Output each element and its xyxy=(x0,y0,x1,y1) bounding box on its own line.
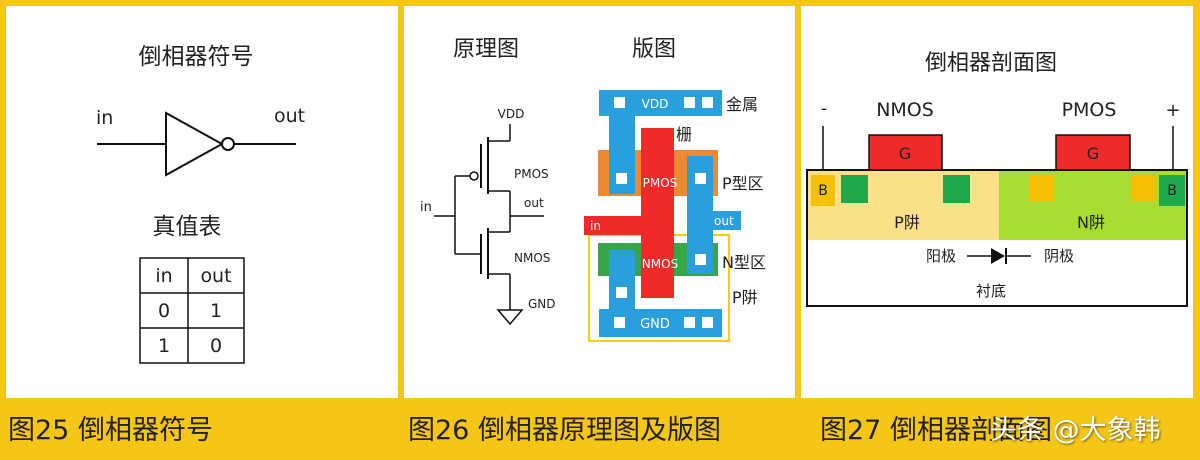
nmos-label: NMOS xyxy=(876,99,934,121)
schematic-out-label: out xyxy=(524,196,544,210)
nmos-body-label: B xyxy=(818,183,828,199)
contact xyxy=(614,97,625,108)
layout-title: 版图 xyxy=(632,37,676,62)
panel-schematic-layout: 原理图 VDD PMOS out NMOS GND in 版图 xyxy=(404,6,795,398)
nmos-drain-diffusion xyxy=(943,175,970,203)
schematic-in-label: in xyxy=(420,200,432,215)
pmos-label: PMOS xyxy=(514,167,549,181)
layout-vdd-label: VDD xyxy=(642,97,669,111)
contact xyxy=(614,317,625,328)
nmos-source-diffusion xyxy=(841,175,868,203)
substrate-label: 衬底 xyxy=(976,282,1006,300)
symbol-in-label: in xyxy=(96,107,113,129)
ground-symbol xyxy=(496,309,524,326)
p-region-label: P型区 xyxy=(722,174,764,193)
cross-section-diagram: 倒相器剖面图 - + NMOS PMOS B B G G P阱 N阱 阳极 阴极… xyxy=(806,51,1188,307)
inverter-bubble xyxy=(221,137,235,151)
truth-table-cell: 0 xyxy=(158,300,170,322)
contact xyxy=(695,254,706,265)
vdd-label: VDD xyxy=(498,107,525,121)
pmos-body-contact xyxy=(1159,175,1185,206)
gate-label: 栅 xyxy=(676,125,692,144)
truth-table-header-out: out xyxy=(200,265,231,287)
caption-fig26: 图26 倒相器原理图及版图 xyxy=(408,415,721,446)
layout-pmos-label: PMOS xyxy=(643,176,678,190)
layout-nmos-label: NMOS xyxy=(642,257,678,271)
contact xyxy=(702,317,713,328)
pmos-body-label: B xyxy=(1167,183,1177,199)
caption-fig25: 图25 倒相器符号 xyxy=(8,415,213,446)
pmos-gate-bubble xyxy=(469,171,479,181)
caption-fig27: 图27 倒相器剖面图 xyxy=(820,415,1052,446)
truth-table-cell: 0 xyxy=(210,335,222,357)
schematic-layout-diagram: 原理图 VDD PMOS out NMOS GND in 版图 xyxy=(420,37,766,342)
pmos-label: PMOS xyxy=(1062,99,1117,121)
buffer-triangle xyxy=(165,111,225,177)
gnd-strap-metal xyxy=(609,250,635,312)
contact xyxy=(695,173,706,184)
layout-in-label: in xyxy=(590,219,601,233)
n-region-label: N型区 xyxy=(722,253,766,272)
cross-section-title: 倒相器剖面图 xyxy=(925,51,1057,76)
minus-terminal: - xyxy=(821,98,828,119)
contact xyxy=(684,317,695,328)
contact xyxy=(616,173,627,184)
layout-out-label: out xyxy=(714,214,734,228)
nmos-gate xyxy=(868,134,943,171)
out-metal-tab xyxy=(713,211,741,230)
watermark: 头条 @大象韩 xyxy=(990,415,1161,446)
gnd-label: GND xyxy=(528,297,556,311)
plus-terminal: + xyxy=(1165,100,1180,121)
anode-label: 阳极 xyxy=(926,247,956,265)
input-poly-tab xyxy=(584,216,644,235)
pmos-gate xyxy=(1055,134,1131,171)
symbol-out-label: out xyxy=(274,105,305,127)
truth-table-header-in: in xyxy=(155,265,172,287)
nmos-label: NMOS xyxy=(514,251,550,265)
nmos-gate-label: G xyxy=(899,144,911,163)
symbol-title: 倒相器符号 xyxy=(139,44,254,70)
contact xyxy=(702,97,713,108)
pmos-source-diffusion xyxy=(1131,175,1156,201)
truth-table-frame xyxy=(139,257,245,364)
truth-table-cell: 1 xyxy=(210,300,222,322)
schematic-title: 原理图 xyxy=(453,37,519,62)
diode-symbol xyxy=(991,248,1005,264)
inverter-symbol-diagram: 倒相器符号 in out 真值表 in out 0 1 1 0 xyxy=(96,44,305,364)
pmos-gate-label: G xyxy=(1087,144,1099,163)
panel-cross-section: 倒相器剖面图 - + NMOS PMOS B B G G P阱 N阱 阳极 阴极… xyxy=(801,6,1193,398)
p-well-label: P阱 xyxy=(732,288,758,307)
contact xyxy=(616,287,627,298)
metal-label: 金属 xyxy=(726,95,758,114)
contact xyxy=(684,97,695,108)
nmos-body-contact xyxy=(811,175,835,206)
truth-table-cell: 1 xyxy=(158,335,170,357)
pmos-drain-diffusion xyxy=(1029,175,1054,201)
truth-table-title: 真值表 xyxy=(153,214,222,240)
n-well-label: N阱 xyxy=(1077,213,1105,232)
cathode-label: 阴极 xyxy=(1044,247,1074,265)
layout-gnd-label: GND xyxy=(640,317,670,332)
panel-inverter-symbol: 倒相器符号 in out 真值表 in out 0 1 1 0 xyxy=(6,6,398,398)
poly-gate xyxy=(641,128,674,298)
p-well-label: P阱 xyxy=(894,213,920,232)
